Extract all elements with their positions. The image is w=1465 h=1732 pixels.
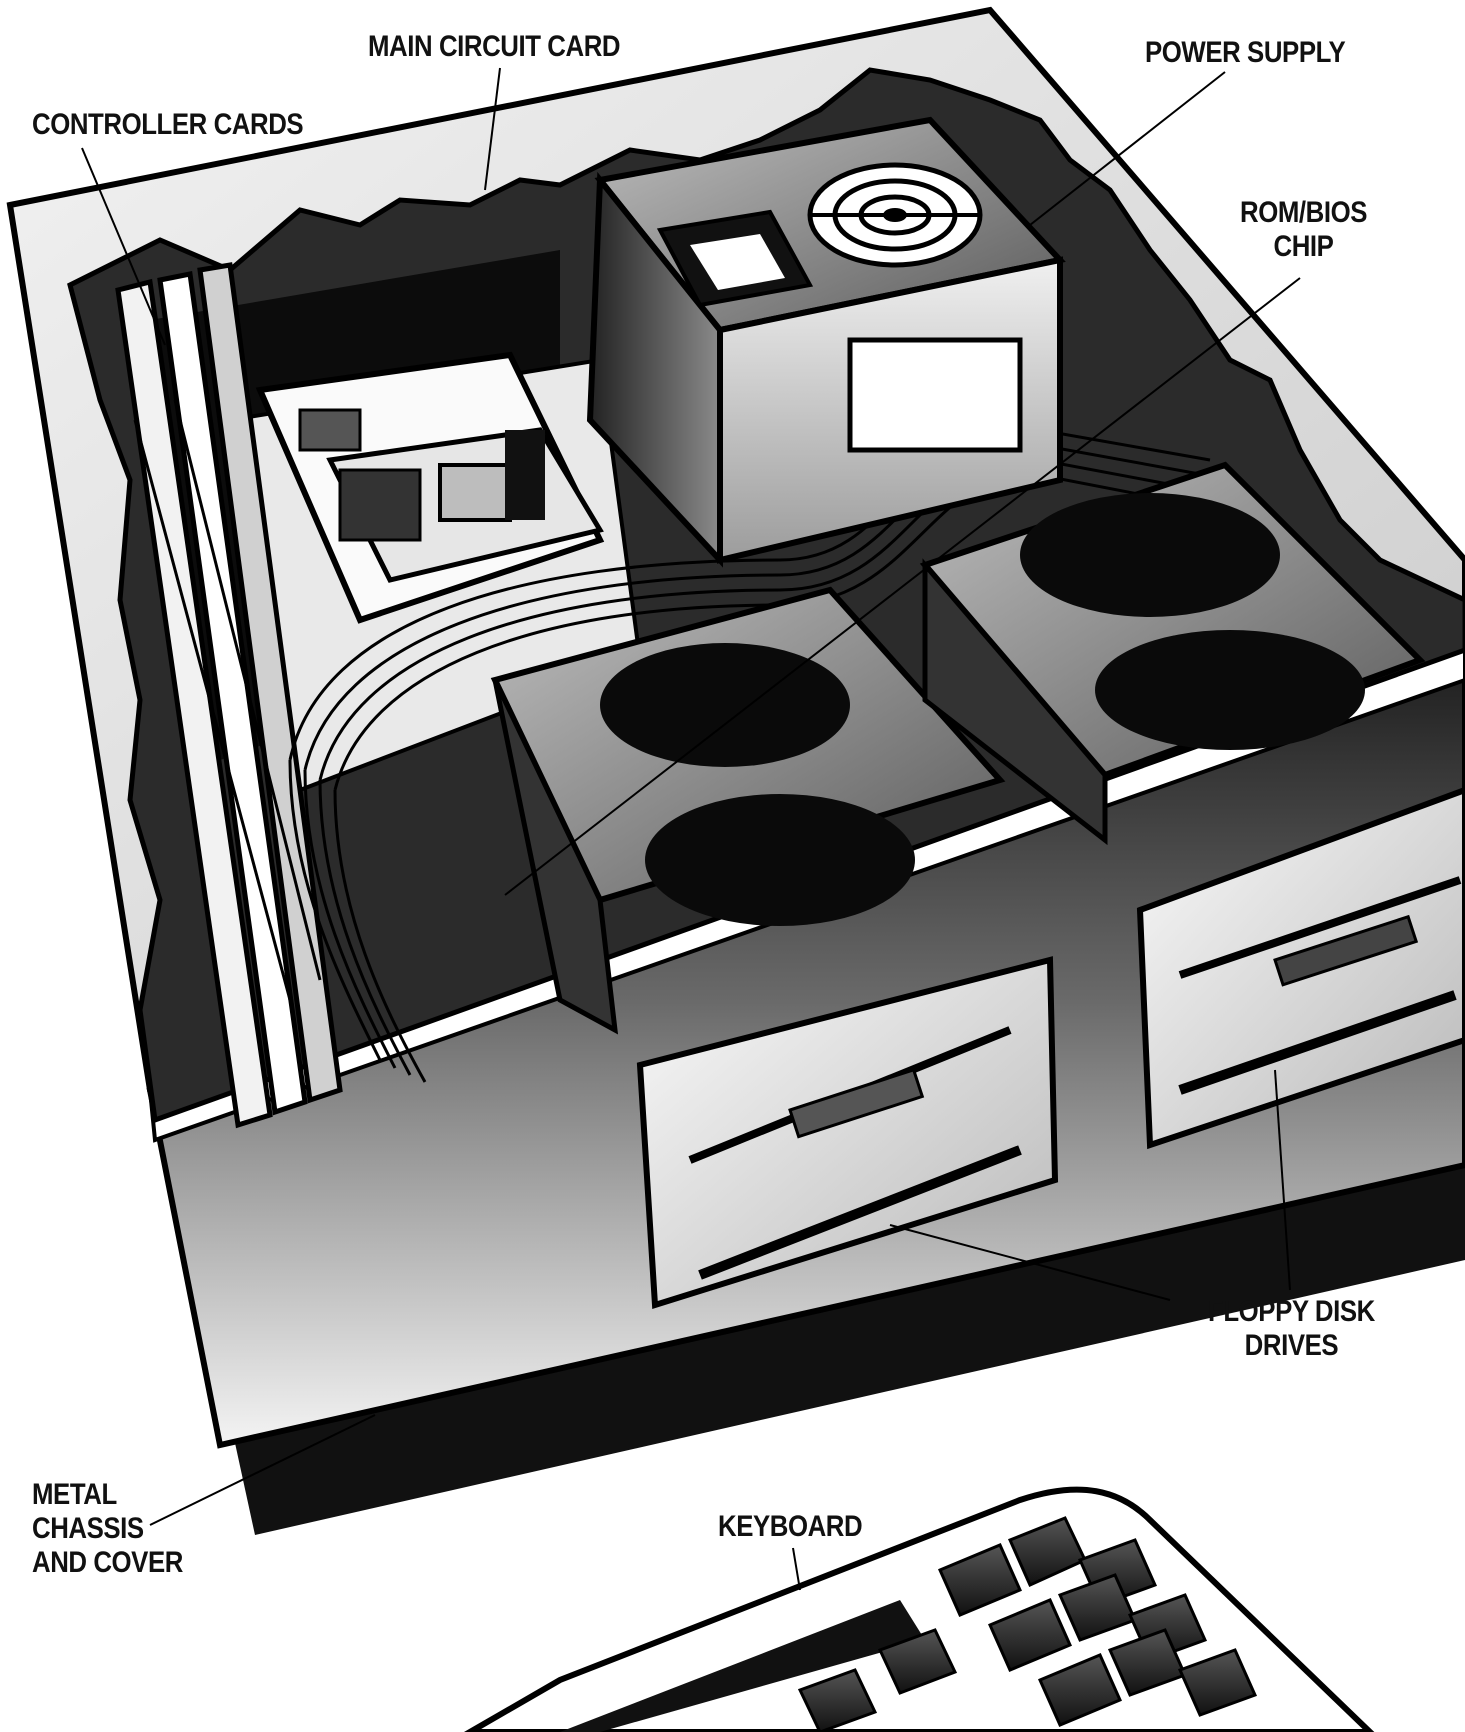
- label-keyboard: KEYBOARD: [718, 1510, 862, 1544]
- keyboard-graphic: [470, 1490, 1370, 1732]
- label-floppy-line1: FLOPPY DISK: [1208, 1295, 1375, 1329]
- label-floppy-line2: DRIVES: [1208, 1329, 1375, 1363]
- power-supply-graphic: [590, 120, 1060, 560]
- label-chassis-line1: METAL: [32, 1478, 183, 1512]
- label-floppy-disk-drives: FLOPPY DISK DRIVES: [1208, 1295, 1375, 1363]
- label-power-supply: POWER SUPPLY: [1145, 36, 1345, 70]
- label-chassis-line3: AND COVER: [32, 1546, 183, 1580]
- label-main-circuit-card-text: MAIN CIRCUIT CARD: [368, 30, 620, 64]
- label-metal-chassis-and-cover: METAL CHASSIS AND COVER: [32, 1478, 183, 1580]
- label-controller-cards: CONTROLLER CARDS: [32, 108, 303, 142]
- label-controller-cards-text: CONTROLLER CARDS: [32, 108, 303, 142]
- label-keyboard-text: KEYBOARD: [718, 1510, 862, 1544]
- label-main-circuit-card: MAIN CIRCUIT CARD: [368, 30, 620, 64]
- label-rom-bios-line2: CHIP: [1240, 230, 1367, 264]
- label-rom-bios-chip: ROM/BIOS CHIP: [1240, 196, 1367, 264]
- label-rom-bios-line1: ROM/BIOS: [1240, 196, 1367, 230]
- label-chassis-line2: CHASSIS: [32, 1512, 183, 1546]
- label-power-supply-text: POWER SUPPLY: [1145, 36, 1345, 70]
